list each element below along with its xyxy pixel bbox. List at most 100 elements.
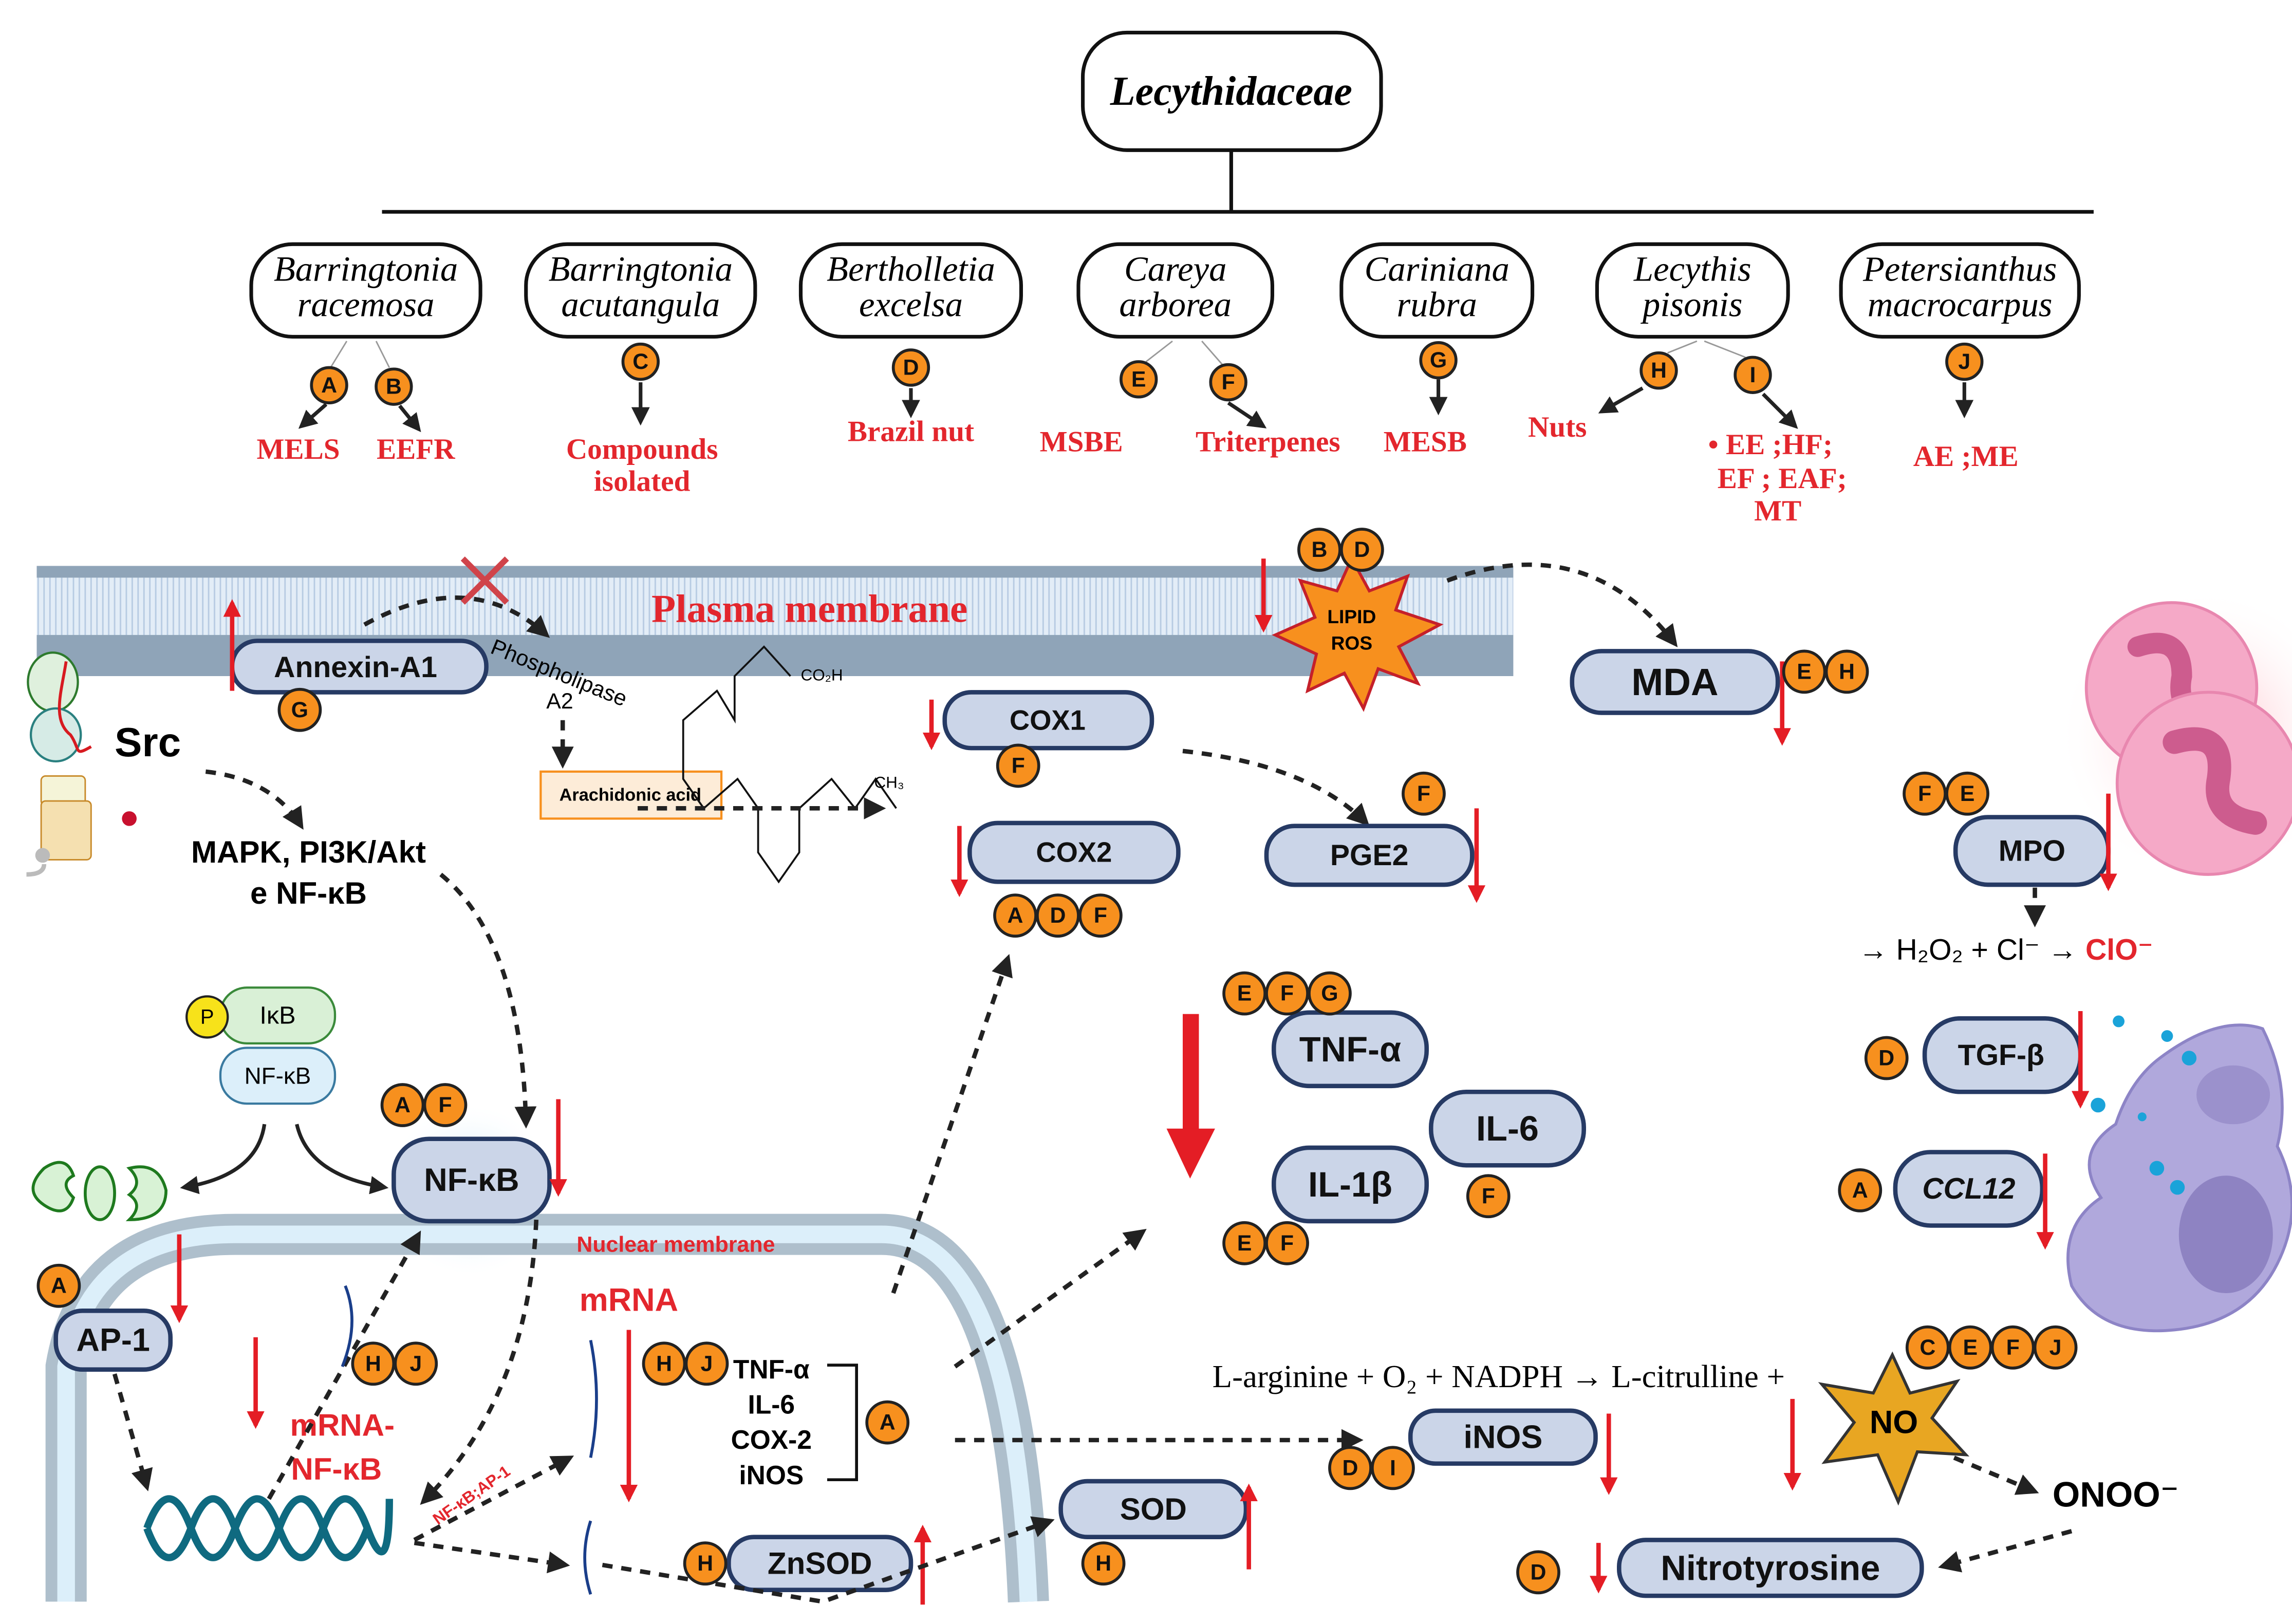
tgf-beta-node[interactable]: TGF-β xyxy=(1922,1016,2083,1094)
badge-letter: A xyxy=(395,1093,411,1117)
badge-letter: F xyxy=(438,1093,452,1117)
badge-letter: F xyxy=(1280,981,1294,1006)
extract-badge: C xyxy=(1905,1325,1950,1370)
extract-labels: MELS EEFR Compounds isolated Brazil nut … xyxy=(256,411,2018,527)
badge-letter: F xyxy=(1417,781,1430,806)
il6-node[interactable]: IL-6 xyxy=(1428,1089,1586,1168)
extract-badge: G xyxy=(277,687,322,732)
badge-letter: E xyxy=(1237,981,1252,1006)
badge-letter: D xyxy=(1531,1560,1546,1584)
species-name-genus: Petersianthus xyxy=(1862,250,2057,289)
nitrotyrosine-node[interactable]: Nitrotyrosine xyxy=(1617,1538,1924,1598)
nfkb-complex-label: NF-κB xyxy=(245,1062,311,1089)
extract-badge: H xyxy=(1639,351,1678,390)
species-name-epithet: arborea xyxy=(1119,285,1232,324)
badge-letter: C xyxy=(632,349,648,374)
l-arginine-reaction: L-arginine + O₂ + NADPH → L-citrulline + xyxy=(1213,1358,1785,1394)
extract-badge: D xyxy=(891,348,930,387)
ikb-label: IκB xyxy=(259,1002,295,1030)
arrow xyxy=(420,1219,539,1505)
badge-letter: G xyxy=(291,698,308,722)
extract-badge: D xyxy=(1864,1036,1909,1080)
arachidonic-acid-label: Arachidonic acid xyxy=(560,786,701,805)
extract-pm: AE ;ME xyxy=(1913,440,2019,473)
znsod-node[interactable]: ZnSOD xyxy=(726,1535,914,1592)
gene-bracket xyxy=(827,1364,859,1482)
extract-badge: A xyxy=(1838,1168,1883,1212)
tnf-alpha-node[interactable]: TNF-α xyxy=(1271,1010,1429,1089)
arrow xyxy=(602,1516,1055,1604)
badge-letter: E xyxy=(1237,1231,1252,1256)
ap1-node[interactable]: AP-1 xyxy=(53,1309,173,1372)
nfkb-node[interactable]: NF-κB xyxy=(392,1136,552,1224)
extract-lp-1: • EE ;HF; xyxy=(1708,428,1833,461)
big-down-arrow-icon xyxy=(1166,1014,1215,1179)
badge-letter: D xyxy=(1050,903,1066,928)
il1b-node[interactable]: IL-1β xyxy=(1271,1145,1429,1224)
badge-letter: C xyxy=(1920,1335,1935,1360)
arrow xyxy=(439,872,537,1129)
ccl12-node[interactable]: CCL12 xyxy=(1893,1150,2045,1228)
arrow xyxy=(112,1373,153,1491)
extract-badge: H xyxy=(642,1341,686,1386)
extract-badge: A xyxy=(993,893,1037,938)
species-name-genus: Bertholletia xyxy=(827,250,995,289)
badge-letter: D xyxy=(1354,537,1370,562)
mda-label: MDA xyxy=(1631,661,1718,703)
species-name-genus: Lecythis xyxy=(1633,250,1751,289)
hypochlorite-label: ClO⁻ xyxy=(2085,934,2153,966)
ikb-complex: IκB NF-κB P xyxy=(185,986,337,1105)
badge-letter: E xyxy=(1963,1335,1978,1360)
pge2-node[interactable]: PGE2 xyxy=(1264,824,1475,887)
badge-letter: F xyxy=(1012,753,1025,778)
extract-badge: F xyxy=(1078,893,1123,938)
extract-lp-2: EF ; EAF; xyxy=(1718,462,1847,495)
extract-badge: F xyxy=(1209,363,1247,402)
badge-letter: H xyxy=(656,1351,672,1376)
mrna-label: mRNA xyxy=(580,1282,678,1318)
extract-badge: F xyxy=(1265,1221,1309,1265)
arrow xyxy=(1938,1529,2073,1573)
inos-node[interactable]: iNOS xyxy=(1408,1408,1598,1466)
pge2-label: PGE2 xyxy=(1330,839,1409,872)
tree-lines xyxy=(382,150,2094,214)
arachidonic-acid-node[interactable]: Arachidonic acid xyxy=(539,770,723,820)
cox2-node[interactable]: COX2 xyxy=(967,820,1181,884)
gene-label: COX-2 xyxy=(731,1425,812,1454)
mrna-strand-icon xyxy=(341,1285,598,1595)
nuclear-membrane-label: Nuclear membrane xyxy=(576,1233,775,1257)
badge-letter: E xyxy=(1960,781,1975,806)
annexin-a1-node[interactable]: Annexin-A1 xyxy=(230,639,489,695)
sod-node[interactable]: SOD xyxy=(1058,1479,1249,1540)
badge-letter: E xyxy=(1131,367,1146,391)
mpo-node[interactable]: MPO xyxy=(1953,815,2111,887)
extract-badge: E xyxy=(1222,1221,1266,1265)
extract-badge: H xyxy=(1081,1541,1126,1586)
ccl12-label: CCL12 xyxy=(1922,1172,2015,1205)
extract-nuts: Nuts xyxy=(1528,411,1587,443)
tgf-beta-label: TGF-β xyxy=(1958,1039,2044,1072)
badge-letter: H xyxy=(1651,358,1667,383)
species-thin-lines xyxy=(330,340,1746,368)
mda-node[interactable]: MDA xyxy=(1570,649,1780,715)
tnf-alpha-label: TNF-α xyxy=(1299,1030,1401,1069)
species-extract-arrows xyxy=(298,379,1974,433)
species-name-epithet: acutangula xyxy=(561,285,720,324)
arrow xyxy=(267,1230,421,1500)
extract-badge: B xyxy=(375,367,413,406)
extract-mesb: MESB xyxy=(1384,425,1467,458)
badge-letter: H xyxy=(1839,659,1855,684)
cox1-node[interactable]: COX1 xyxy=(942,690,1154,751)
cox2-label: COX2 xyxy=(1036,837,1112,868)
badge-letter: J xyxy=(701,1351,713,1376)
badge-letter: A xyxy=(1852,1178,1868,1203)
badge-letter: H xyxy=(365,1351,381,1376)
